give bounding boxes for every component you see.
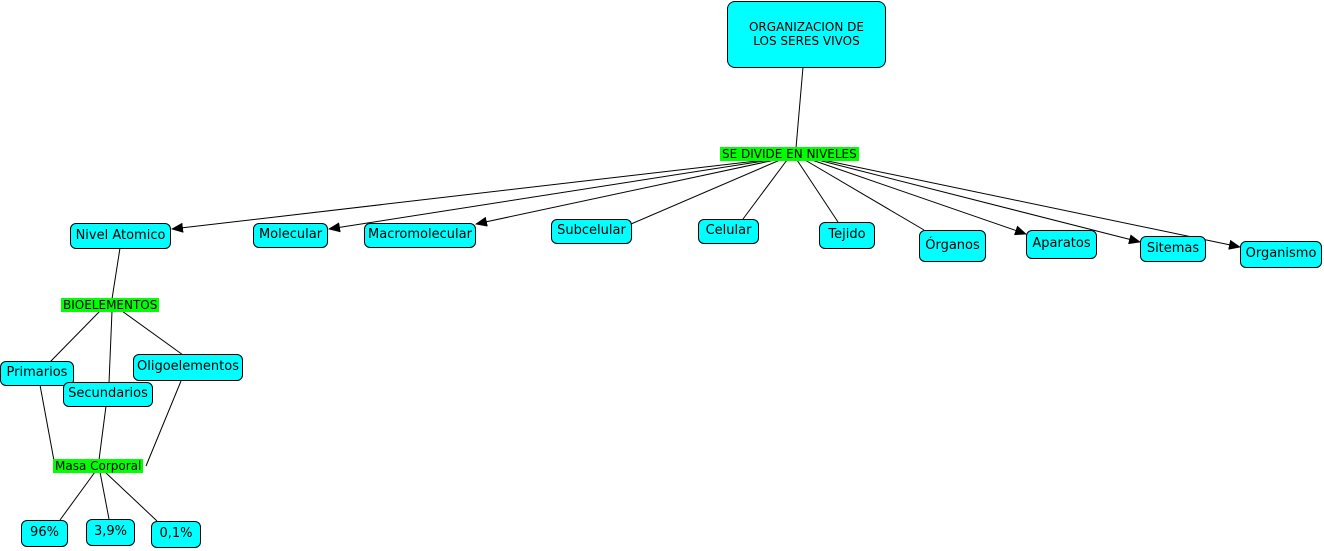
concept-tejido[interactable]: Tejido [819, 222, 875, 249]
link-bio-oligoelementos [121, 310, 184, 356]
concept-organos[interactable]: Órganos [919, 230, 986, 262]
concept-secundarios[interactable]: Secundarios [63, 382, 153, 407]
concept-3-9-percent[interactable]: 3,9% [86, 519, 135, 546]
concept-subcelular[interactable]: Subcelular [551, 219, 632, 244]
linking-phrase-bioelementos[interactable]: BIOELEMENTOS [61, 298, 160, 312]
concept-molecular[interactable]: Molecular [253, 223, 328, 248]
linking-phrase-se-divide-en-niveles[interactable]: SE DIVIDE EN NIVELES [720, 147, 859, 161]
link-secundarios-masa [98, 405, 107, 461]
concept-celular[interactable]: Celular [698, 219, 759, 244]
arrow-to-sitemas [817, 159, 1141, 245]
arrow-to-macromolecular [475, 159, 776, 227]
link-masa-96 [59, 471, 96, 521]
link-to-subcelular [630, 159, 781, 225]
arrow-to-nivel-atomico [171, 159, 766, 233]
link-bio-secundarios [108, 310, 113, 384]
concept-macromolecular[interactable]: Macromolecular [364, 223, 476, 248]
arrow-to-organismo [822, 159, 1241, 250]
concept-sitemas[interactable]: Sitemas [1140, 236, 1206, 262]
linking-phrase-masa-corporal[interactable]: Masa Corporal [53, 459, 144, 473]
link-to-tejido [796, 159, 839, 223]
link-nivel-bioelementos [111, 247, 121, 300]
link-primarios-masa [39, 384, 56, 467]
concept-organizacion-seres-vivos[interactable]: ORGANIZACION DE LOS SERES VIVOS [727, 1, 886, 68]
concept-organismo[interactable]: Organismo [1240, 241, 1322, 268]
link-masa-01 [104, 471, 158, 522]
link-to-celular [742, 159, 788, 220]
concept-aparatos[interactable]: Aparatos [1026, 230, 1097, 259]
concept-96-percent[interactable]: 96% [21, 520, 68, 547]
arrow-to-aparatos [811, 159, 1027, 236]
concept-0-1-percent[interactable]: 0,1% [151, 521, 201, 548]
link-masa-39 [99, 471, 110, 520]
link-oligo-masa [145, 380, 182, 467]
link-to-organos [804, 159, 925, 231]
concept-oligoelementos[interactable]: Oligoelementos [133, 354, 243, 381]
arrow-to-molecular [328, 159, 771, 233]
link-root-se-divide [795, 66, 804, 149]
concept-primarios[interactable]: Primarios [0, 361, 74, 386]
link-bio-primarios [49, 310, 101, 363]
concept-nivel-atomico[interactable]: Nivel Atomico [70, 223, 171, 249]
